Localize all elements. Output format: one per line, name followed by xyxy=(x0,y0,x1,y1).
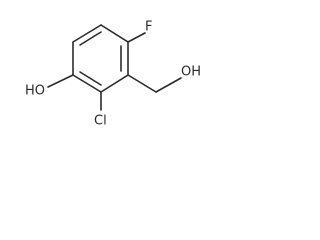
ring-bond-bottom-left xyxy=(72,74,102,93)
hydroxymethyl-bond-2 xyxy=(155,77,182,93)
chlorine-label: Cl xyxy=(94,114,107,129)
fluorine-bond xyxy=(127,32,146,43)
ring-bond-top xyxy=(72,24,102,43)
hydroxyl-label: HO xyxy=(25,84,45,99)
ring-bond-top-right xyxy=(100,24,129,43)
ring-double-bond-top xyxy=(79,31,102,46)
hydroxyl-bond xyxy=(47,74,74,88)
ring-bond-bottom-right xyxy=(100,74,129,93)
hydroxymethyl-oh-label: OH xyxy=(181,65,201,80)
chemical-structure-diagram: F HO Cl OH xyxy=(25,20,201,129)
ring-double-bond-bottom-left xyxy=(79,71,102,86)
hydroxymethyl-bond-1 xyxy=(127,74,157,93)
fluorine-label: F xyxy=(145,20,152,35)
